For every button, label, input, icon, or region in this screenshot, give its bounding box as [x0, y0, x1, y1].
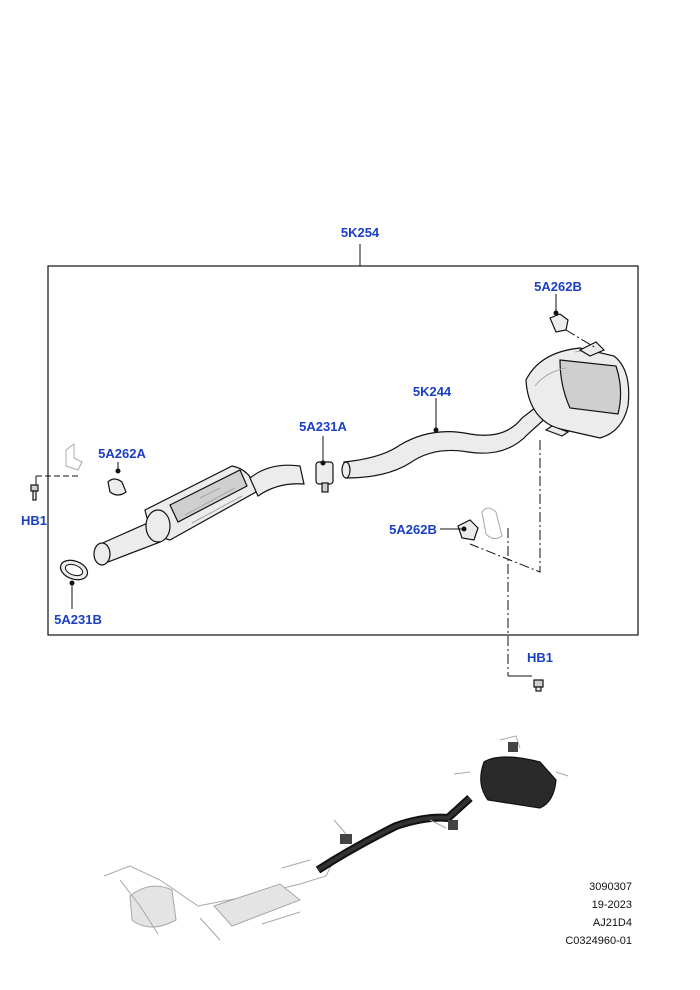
rear-mount-path — [469, 440, 541, 573]
callout-HB1-right[interactable]: HB1 — [527, 650, 553, 665]
callout-HB1-left[interactable]: HB1 — [21, 513, 47, 528]
ref-code-1: 3090307 — [589, 881, 632, 893]
callout-5A262A[interactable]: 5A262A — [98, 446, 146, 461]
ref-code-3: AJ21D4 — [593, 917, 632, 929]
rear-hanger-lower[interactable] — [457, 519, 479, 541]
callout-5A231B[interactable]: 5A231B — [54, 612, 102, 627]
callout-5K254[interactable]: 5K254 — [341, 225, 380, 240]
assembly-frame — [47, 265, 639, 636]
rear-pipe[interactable] — [341, 403, 549, 479]
callout-5A231A[interactable]: 5A231A — [299, 419, 347, 434]
callout-5A262B-top[interactable]: 5A262B — [534, 279, 582, 294]
rear-hanger-top[interactable] — [549, 313, 569, 333]
mid-clamp[interactable] — [315, 461, 334, 493]
right-bolt[interactable] — [533, 679, 544, 692]
front-hanger[interactable] — [107, 478, 127, 496]
vehicle-location-overview — [103, 735, 569, 941]
ref-code-4: C0324960-01 — [565, 935, 632, 947]
callout-5K244[interactable]: 5K244 — [413, 384, 452, 399]
front-bracket — [35, 443, 83, 486]
rear-bracket — [481, 507, 503, 540]
rear-silencer[interactable] — [525, 341, 630, 439]
front-clamp[interactable] — [58, 557, 90, 583]
rear-hanger-top-path — [565, 329, 597, 349]
front-silencer[interactable] — [93, 464, 305, 566]
callout-5A262B-lower[interactable]: 5A262B — [389, 522, 437, 537]
ref-code-2: 19-2023 — [592, 899, 632, 911]
left-bolt[interactable] — [30, 484, 39, 501]
rear-hanger-lower-dot — [461, 526, 467, 532]
